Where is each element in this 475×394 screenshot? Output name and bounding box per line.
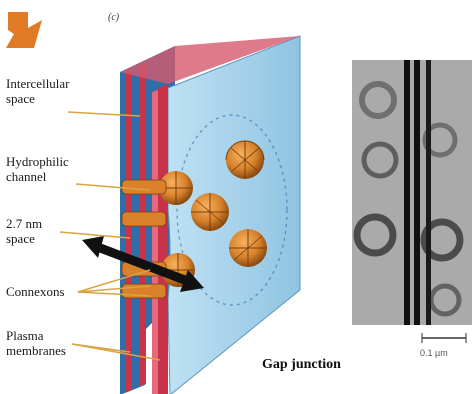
- label-2-7nm-space: 2.7 nm space: [6, 216, 42, 246]
- right-membrane-face: [168, 36, 300, 394]
- label-hydrophilic-channel: Hydrophilic channel: [6, 154, 69, 184]
- panel-letter: (c): [108, 12, 119, 23]
- label-intercellular-space: Intercellular space: [6, 76, 70, 106]
- figure-caption: Gap junction: [262, 357, 341, 373]
- corner-arrow-icon: [6, 12, 42, 48]
- label-connexons: Connexons: [6, 284, 65, 299]
- label-plasma-membranes: Plasma membranes: [6, 328, 66, 358]
- scale-bar-label: 0.1 µm: [420, 348, 448, 358]
- electron-micrograph: [352, 60, 472, 343]
